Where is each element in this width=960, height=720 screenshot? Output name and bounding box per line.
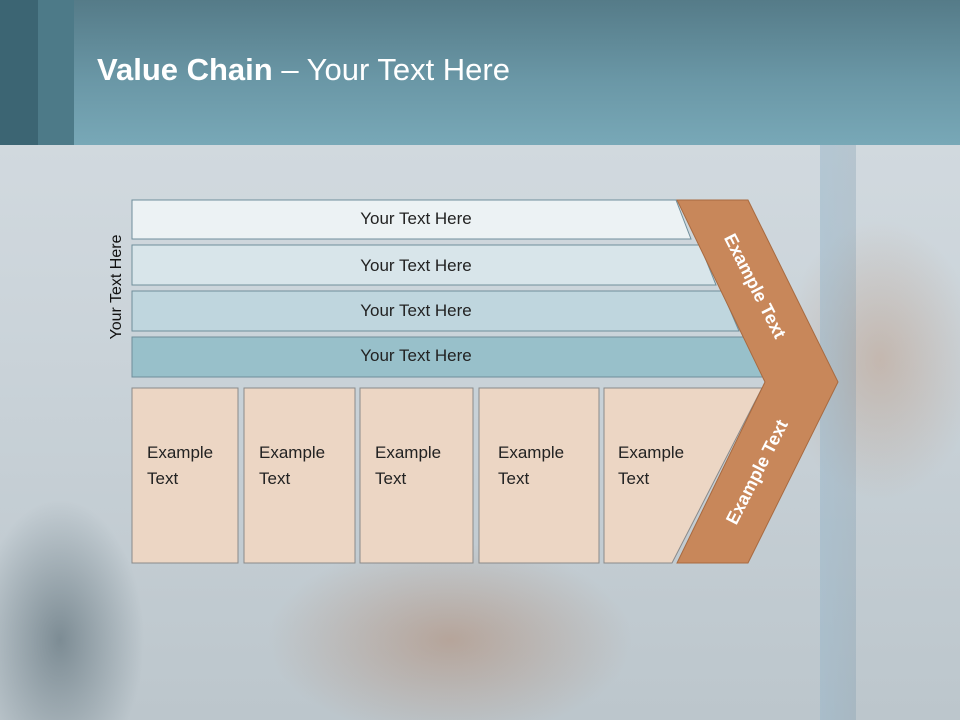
box-4-shape[interactable] (478, 387, 600, 564)
background-pole (820, 145, 856, 720)
page-title: Value Chain – Your Text Here (97, 52, 510, 88)
box-3-label: Example Text (375, 443, 442, 488)
box-3-shape[interactable] (359, 387, 474, 564)
box-4-label: Example Text (498, 443, 565, 488)
bar-2-shape[interactable] (131, 244, 717, 286)
title-bar: Value Chain – Your Text Here (0, 0, 960, 145)
box-1-label: Example Text (147, 443, 214, 488)
bar-3-label: Your Text Here (360, 301, 472, 320)
bar-1-label: Your Text Here (360, 209, 472, 228)
box-2-label: Example Text (259, 443, 326, 488)
header-stripe (0, 0, 38, 145)
bar-4-label: Your Text Here (360, 346, 472, 365)
bar-2-label: Your Text Here (360, 256, 472, 275)
title-rest: – Your Text Here (272, 52, 510, 87)
title-bold: Value Chain (97, 52, 273, 87)
box-1-shape[interactable] (131, 387, 239, 564)
diagram-reflection: Example Text Example Text Example Text E… (0, 565, 960, 720)
header-stripe (38, 0, 74, 145)
chevron-arrow[interactable] (676, 199, 839, 564)
bar-3-shape[interactable] (131, 290, 740, 332)
box-5-label: Example Text (618, 443, 685, 488)
box-5-shape[interactable] (603, 387, 763, 564)
bar-1-shape[interactable] (131, 199, 692, 240)
box-2-shape[interactable] (243, 387, 356, 564)
